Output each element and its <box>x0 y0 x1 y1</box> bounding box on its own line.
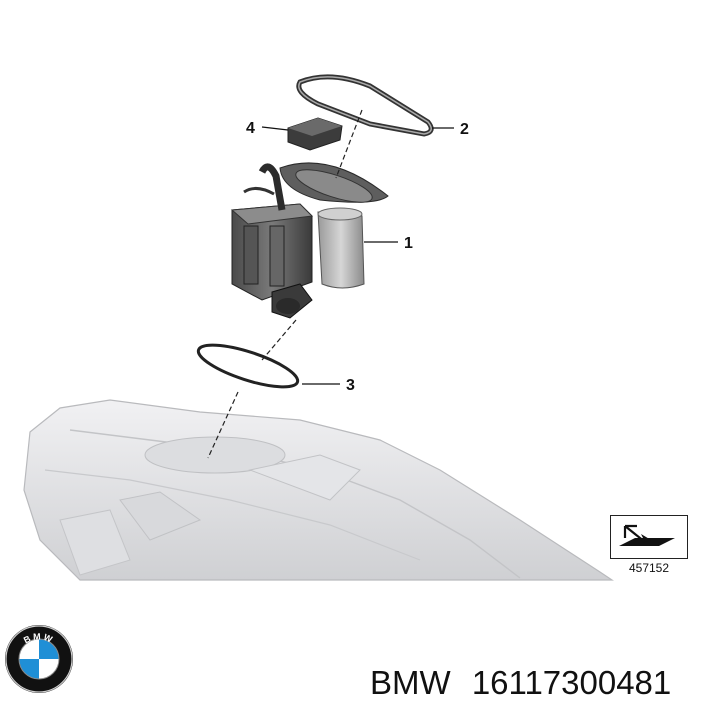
diagram-ref-number: 457152 <box>628 561 670 575</box>
assembly-axis-line <box>207 109 363 459</box>
diagram-reference-badge: 457152 <box>610 515 688 579</box>
cover-part-4 <box>287 117 343 151</box>
callout-3: 3 <box>346 377 355 394</box>
o-ring-part-3 <box>196 343 300 389</box>
callout-4: 4 <box>246 120 255 137</box>
exploded-parts-diagram: 1 2 3 4 <box>23 74 614 581</box>
callout-1: 1 <box>404 235 413 252</box>
fuel-pump-module-part-1 <box>230 162 389 319</box>
gasket-part-2 <box>296 74 434 137</box>
brand-name: BMW <box>370 664 451 701</box>
part-caption: BMW 16117300481 <box>370 664 712 706</box>
svg-text:BMW: BMW <box>22 631 56 645</box>
fuel-tank <box>23 399 614 581</box>
leader-line-4 <box>261 126 289 131</box>
part-number: 16117300481 <box>471 664 672 701</box>
logo-text: BMW <box>22 631 54 645</box>
callout-2: 2 <box>460 121 469 138</box>
bmw-roundel-icon: BMW <box>5 625 73 693</box>
installation-direction-icon <box>610 515 688 559</box>
